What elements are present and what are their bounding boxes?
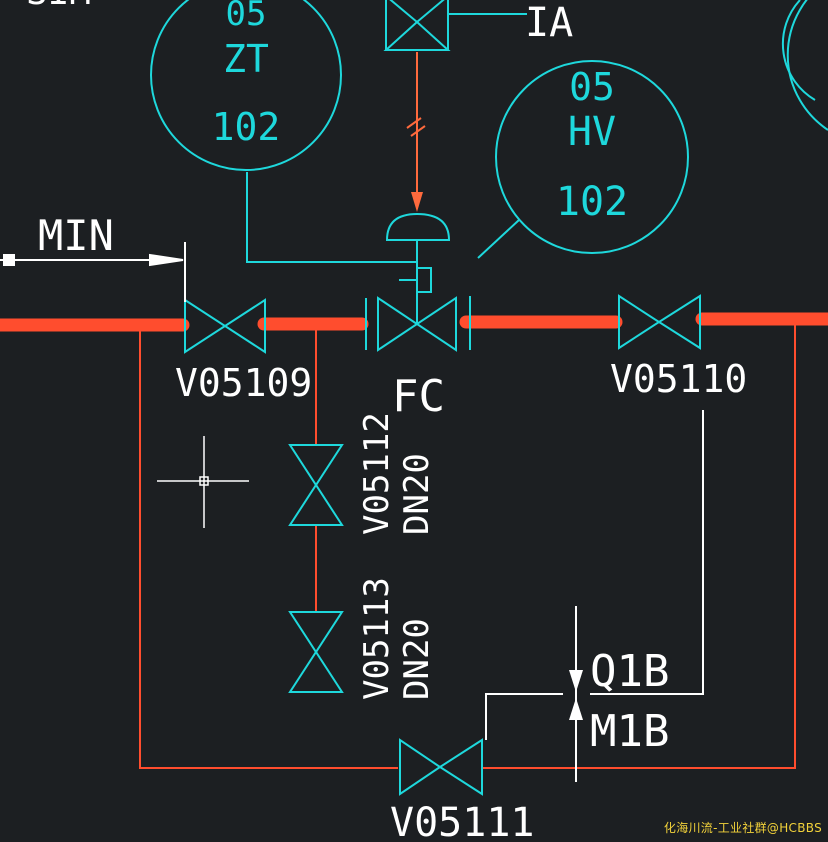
hv-tag-letters: HV bbox=[568, 109, 616, 155]
main-pipe bbox=[0, 312, 828, 332]
top-cut-text-right: IA bbox=[525, 0, 573, 46]
hv-leader-line bbox=[477, 219, 520, 259]
q1b-arrow-icon bbox=[569, 670, 583, 692]
instrument-hv-102: 05 HV 102 bbox=[495, 60, 689, 254]
valve-v05111-tag: V05111 bbox=[390, 800, 535, 842]
top-cut-text-left: SIM bbox=[26, 0, 91, 13]
zt-tag-letters: ZT bbox=[223, 37, 269, 81]
zt-signal-line bbox=[246, 172, 418, 272]
valve-v05113-size: DN20 bbox=[397, 618, 437, 700]
hv-area-code: 05 bbox=[569, 65, 615, 109]
zt-area-code: 05 bbox=[226, 0, 267, 34]
instrument-bubble-partial bbox=[786, 0, 828, 131]
signal-arrow-icon bbox=[411, 192, 423, 212]
marker-m1b: M1B bbox=[590, 706, 669, 757]
instrument-zt-102: 05 ZT 102 bbox=[150, 0, 342, 171]
min-dimension-label: MIN bbox=[38, 211, 114, 260]
min-dimension bbox=[0, 242, 186, 302]
fail-position-label: FC bbox=[392, 371, 445, 422]
zt-loop-number: 102 bbox=[212, 105, 281, 149]
instrument-bubble-arc bbox=[781, 0, 816, 101]
control-valve-actuator bbox=[385, 212, 451, 324]
valve-v05110 bbox=[618, 294, 701, 350]
valve-v05113 bbox=[288, 611, 344, 693]
valve-v05111 bbox=[399, 738, 483, 796]
hv-loop-number: 102 bbox=[556, 179, 628, 225]
valve-v05112-size: DN20 bbox=[397, 453, 437, 535]
pneumatic-signal-line bbox=[406, 52, 426, 208]
instrument-bubble bbox=[150, 0, 342, 171]
valve-v05113-tag: V05113 bbox=[357, 577, 397, 700]
bypass-lines bbox=[139, 325, 796, 769]
watermark: 化海川流-工业社群@HCBBS bbox=[663, 821, 822, 835]
valve-v05109-tag: V05109 bbox=[175, 361, 312, 405]
valve-v05112-tag: V05112 bbox=[357, 412, 397, 535]
top-valve bbox=[383, 0, 527, 51]
marker-leaders bbox=[485, 410, 704, 782]
cad-crosshair-cursor-icon[interactable] bbox=[157, 436, 249, 528]
m1b-arrow-icon bbox=[569, 698, 583, 720]
marker-q1b: Q1B bbox=[590, 646, 669, 697]
control-valve-body bbox=[365, 296, 471, 352]
valve-v05109 bbox=[184, 298, 266, 354]
valve-v05110-tag: V05110 bbox=[610, 357, 747, 401]
instrument-bubble bbox=[495, 60, 689, 254]
valve-v05112 bbox=[288, 444, 344, 526]
